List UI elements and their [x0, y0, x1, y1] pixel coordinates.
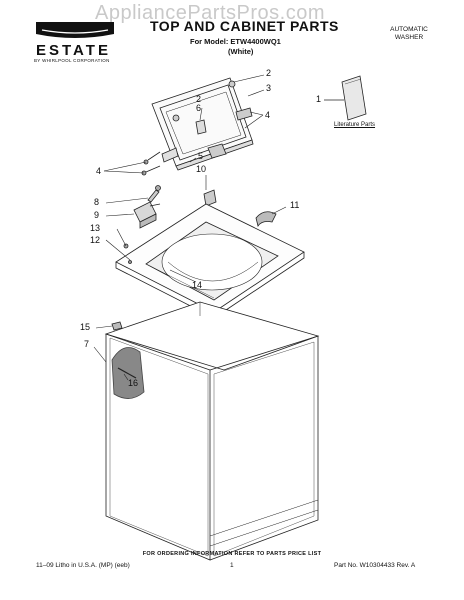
page-number: 1	[230, 562, 234, 569]
callout-leaders	[93, 74, 287, 381]
screw-8-icon	[147, 185, 161, 203]
callout-14: 14	[192, 280, 203, 290]
brand-name: ESTATE	[36, 42, 111, 59]
callout-10: 10	[196, 164, 207, 174]
lid-switch-icon	[133, 201, 161, 229]
brand-subtitle: BY WHIRLPOOL CORPORATION	[34, 58, 110, 63]
page-title: TOP AND CABINET PARTS	[150, 18, 339, 34]
callout-6: 6	[196, 103, 202, 113]
cabinet-part	[104, 301, 320, 561]
color-line: (White)	[228, 47, 254, 56]
callout-1: 1	[316, 94, 322, 104]
callout-3: 3	[266, 83, 272, 93]
part-number: Part No. W10304433 Rev. A	[334, 562, 416, 569]
litho-line: 11–09 Litho in U.S.A. (MP) (eeb)	[36, 562, 130, 569]
top-panel-part	[115, 203, 305, 319]
callout-9: 9	[94, 210, 100, 220]
callout-13: 13	[90, 223, 101, 233]
callout-2-lower: 2	[196, 94, 202, 104]
callout-16: 16	[128, 378, 139, 388]
callout-7: 7	[84, 339, 90, 349]
screw-set-left-icon	[141, 147, 179, 176]
ordering-note: FOR ORDERING INFORMATION REFER TO PARTS …	[142, 551, 322, 557]
cabinet-insulation-icon	[111, 347, 145, 399]
callout-15: 15	[80, 322, 91, 332]
lid-strike-icon	[255, 211, 277, 227]
model-line: For Model: ETW4400WQ1	[190, 37, 281, 46]
callout-4-left: 4	[96, 166, 102, 176]
literature-booklet-icon	[324, 75, 367, 121]
callout-12: 12	[90, 235, 101, 245]
callout-8: 8	[94, 197, 100, 207]
callout-5: 5	[198, 151, 204, 161]
callout-11: 11	[290, 200, 300, 210]
estate-logo-icon	[36, 22, 114, 38]
literature-parts-label: Literature Parts	[334, 122, 376, 128]
product-type-line1: AUTOMATIC	[390, 26, 428, 33]
callout-4-right: 4	[265, 110, 271, 120]
clip-icon	[111, 321, 123, 331]
callout-2-upper: 2	[266, 68, 272, 78]
product-type-line2: WASHER	[394, 34, 424, 41]
watermark-text: AppliancePartsPros.com	[95, 2, 325, 24]
lid-part	[151, 77, 254, 171]
